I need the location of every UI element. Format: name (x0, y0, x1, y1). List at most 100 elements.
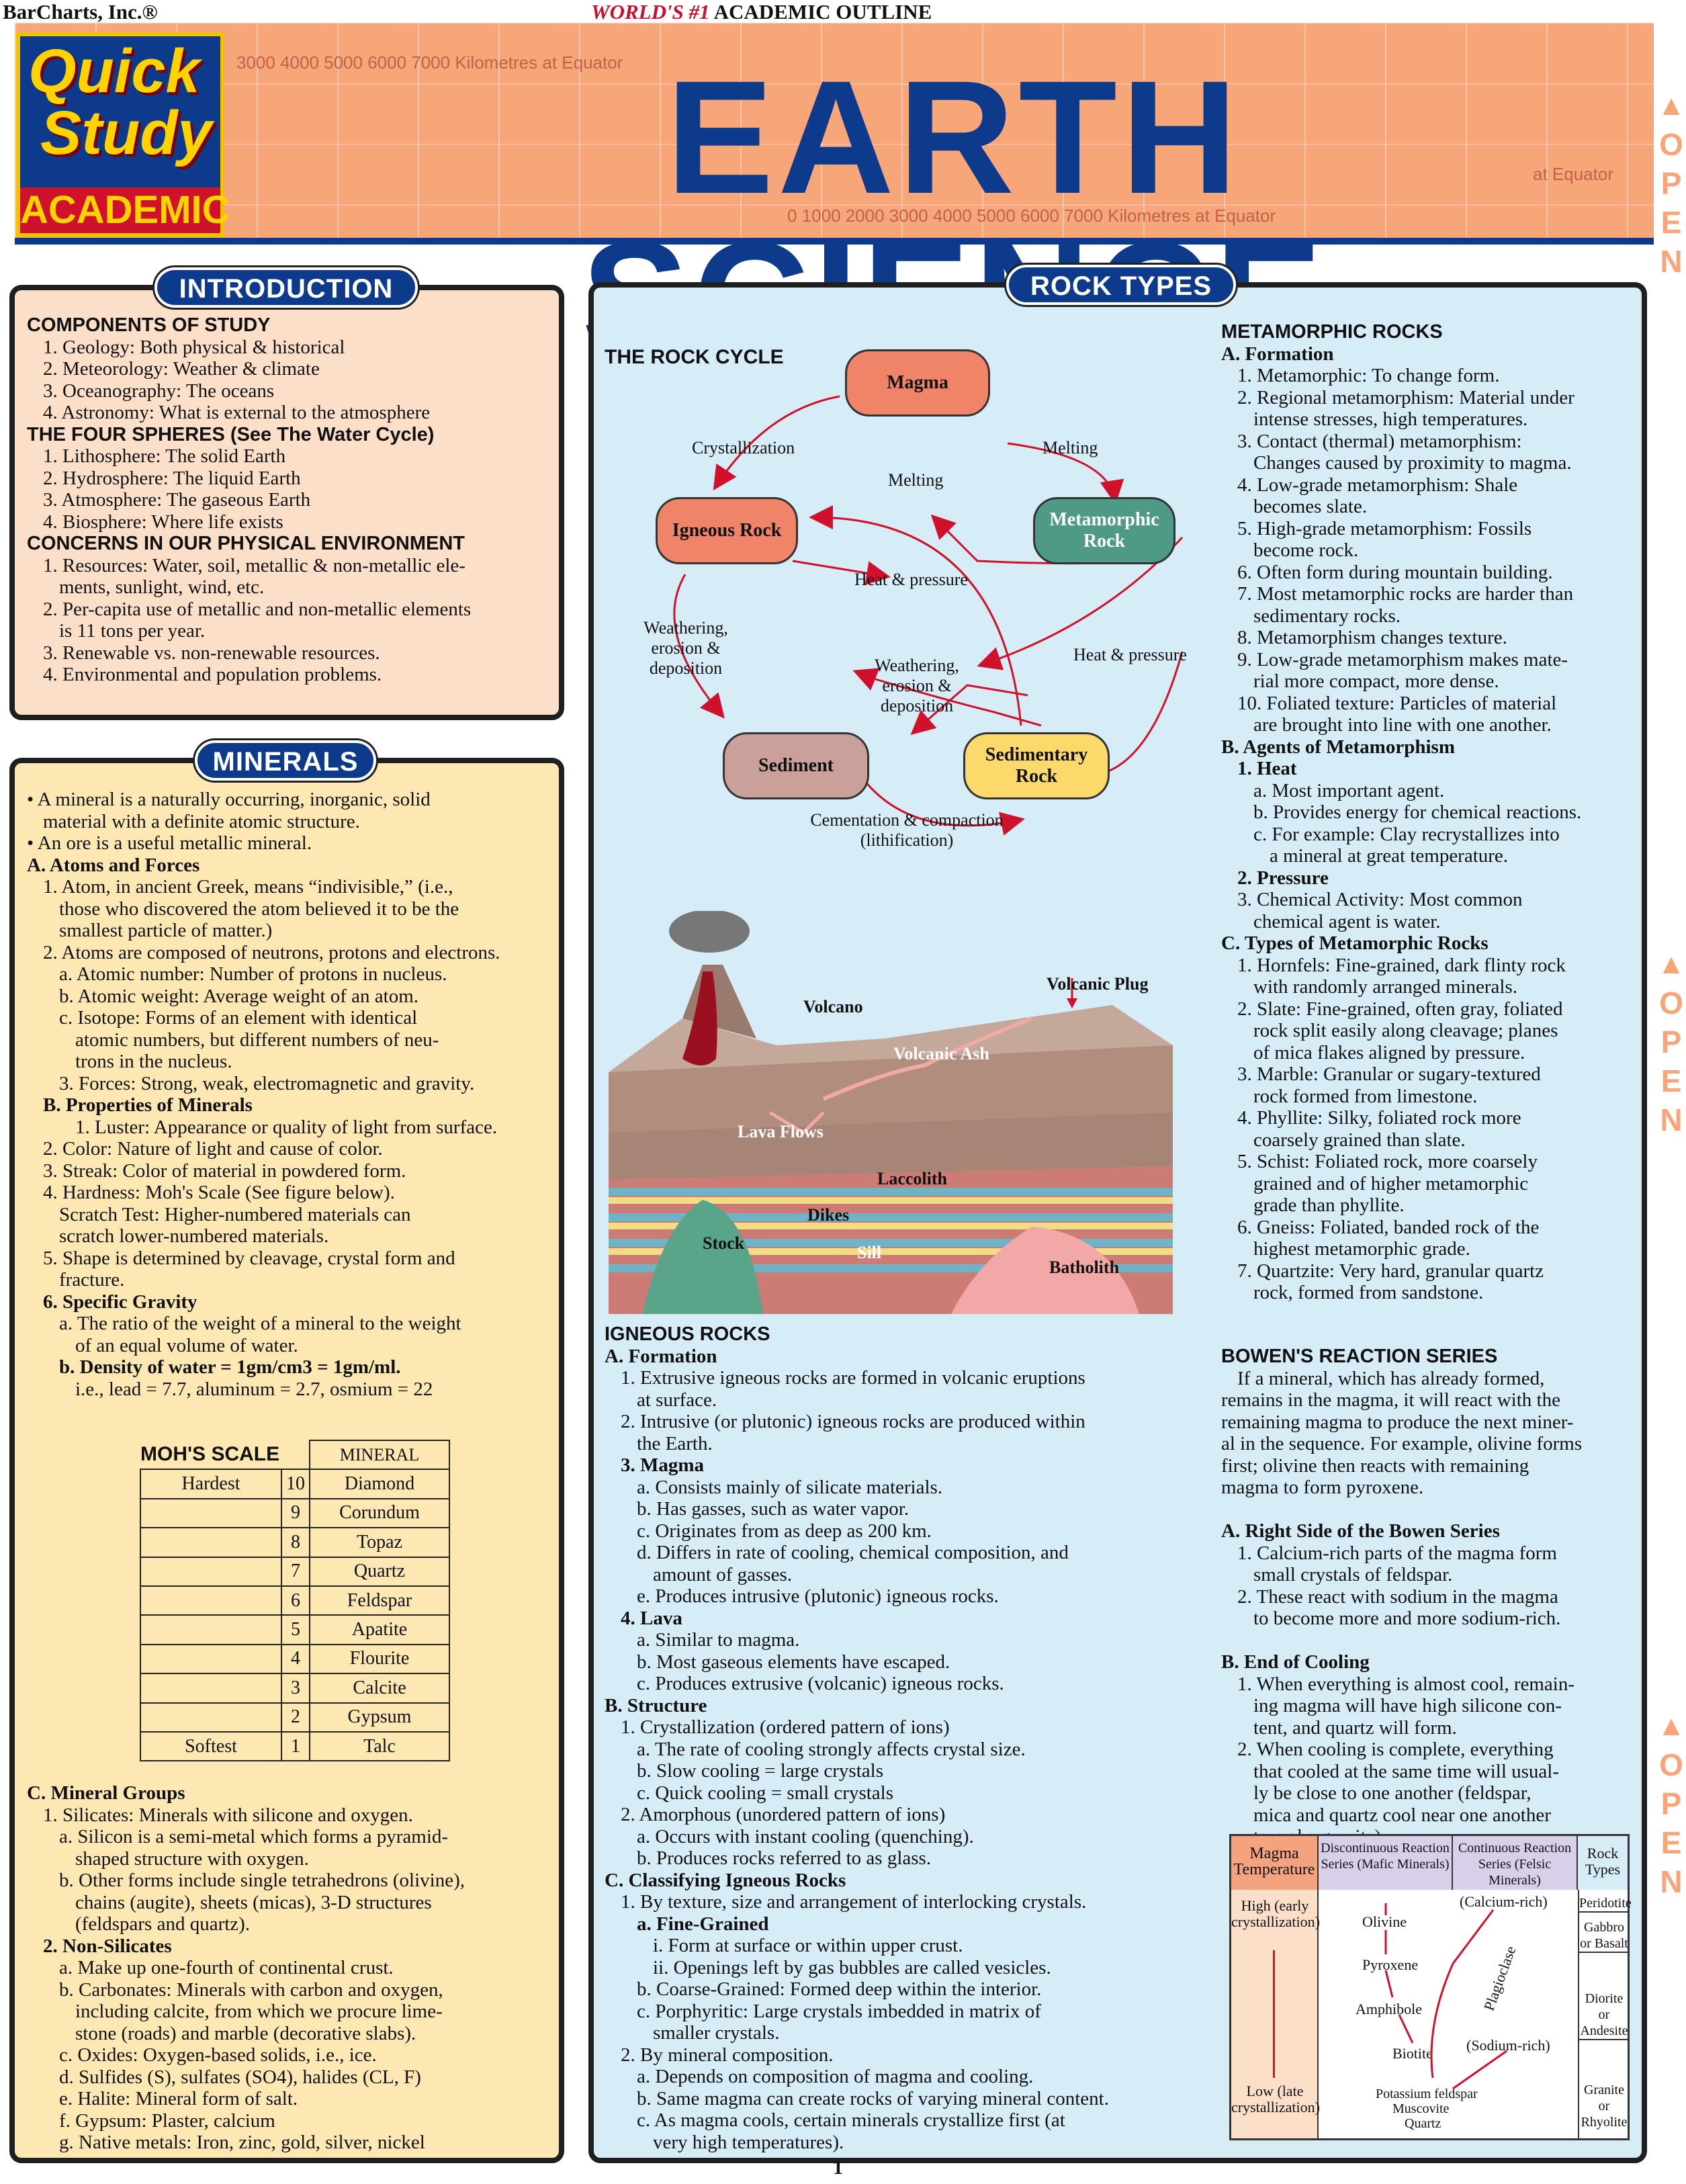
node-metamorphic-rock: Metamorphic Rock (1033, 497, 1175, 564)
text-line: Changes caused by proximity to magma. (1253, 452, 1572, 474)
text-line: 1. Resources: Water, soil, metallic & no… (43, 554, 465, 576)
text-line: is 11 tons per year. (59, 620, 206, 642)
mohs-hardness: 2 (281, 1702, 310, 1733)
text-line: C. Types of Metamorphic Rocks (1221, 932, 1489, 954)
text-line: b. Has gasses, such as water vapor. (637, 1498, 909, 1520)
mineral-olivine: Olivine (1362, 1913, 1407, 1930)
text-line: rial more compact, more dense. (1253, 670, 1499, 692)
text-line: 4. Hardness: Moh's Scale (See figure bel… (43, 1182, 395, 1203)
text-line: 7. Quartzite: Very hard, granular quartz (1237, 1260, 1544, 1282)
minerals-heading: MINERALS (195, 740, 376, 781)
label-dikes: Dikes (807, 1205, 850, 1225)
label-batholith: Batholith (1049, 1258, 1120, 1277)
text-line: 2. Amorphous (unordered pattern of ions) (621, 1804, 946, 1825)
text-line: intense stresses, high temperatures. (1253, 408, 1528, 430)
rock-cycle-title: THE ROCK CYCLE (605, 346, 784, 368)
text-line: a mineral at great temperature. (1270, 845, 1509, 867)
text-line: A. Atoms and Forces (27, 854, 200, 876)
text-line: those who discovered the atom believed i… (59, 898, 459, 920)
text-line: 3. Marble: Granular or sugary-textured (1237, 1063, 1541, 1085)
text-line: 6. Specific Gravity (43, 1291, 197, 1313)
text-line: 2. Non-Silicates (43, 1935, 172, 1957)
text-line: becomes slate. (1253, 496, 1368, 517)
text-line: B. Properties of Minerals (43, 1094, 253, 1116)
text-line: C. Classifying Igneous Rocks (605, 1869, 846, 1891)
scale-text-mid: at Equator (1533, 164, 1613, 184)
text-line: 2. Regional metamorphism: Material under (1237, 386, 1574, 408)
text-line: A. Right Side of the Bowen Series (1221, 1520, 1500, 1542)
text-line: a. The ratio of the weight of a mineral … (59, 1313, 461, 1334)
text-line: 2. Atoms are composed of neutrons, proto… (43, 941, 500, 963)
header-magma-temperature: Magma Temperature (1231, 1836, 1319, 1890)
node-sedimentary-rock: Sedimentary Rock (963, 732, 1110, 799)
rock-peridotite: Peridotite (1579, 1895, 1632, 1913)
text-line: small crystals of feldspar. (1253, 1564, 1453, 1585)
text-line: b. Provides energy for chemical reaction… (1253, 801, 1582, 823)
text-line: 1. Crystallization (ordered pattern of i… (621, 1716, 950, 1738)
text-line: ing magma will have high silicone con- (1253, 1695, 1562, 1716)
mohs-mineral: Corundum (309, 1497, 450, 1529)
bowen-reaction-table: Magma Temperature Discontinuous Reaction… (1229, 1834, 1632, 2140)
tagline-red: WORLD'S #1 (591, 0, 710, 24)
logo-quick: Quick (28, 37, 200, 105)
mohs-mineral: Topaz (309, 1527, 450, 1558)
text-line: 6. Gneiss: Foliated, banded rock of the (1237, 1216, 1540, 1238)
text-line: are brought into line with one another. (1253, 714, 1552, 736)
mohs-col-header: MINERAL (309, 1439, 450, 1471)
mohs-extreme-label: Hardest (140, 1469, 282, 1499)
text-line: 3. Renewable vs. non-renewable resources… (43, 642, 380, 664)
text-line: 2. Intrusive (or plutonic) igneous rocks… (621, 1411, 1085, 1432)
label-stock: Stock (703, 1233, 745, 1253)
text-line: magma to form pyroxene. (1221, 1477, 1424, 1498)
rock-types-column: Peridotite Gabbro or Basalt Diorite or A… (1578, 1890, 1632, 2138)
temperature-column (1231, 1890, 1319, 2138)
mohs-hardness: 9 (281, 1497, 310, 1529)
text-line: coarsely grained than slate. (1253, 1129, 1466, 1151)
label-volcano: Volcano (803, 997, 863, 1016)
text-line: 4. Lava (621, 1607, 682, 1629)
text-line (1221, 1630, 1638, 1652)
text-line: scratch lower-numbered materials. (59, 1225, 329, 1247)
mohs-extreme-label: Softest (140, 1731, 282, 1762)
text-line: b. Same magma can create rocks of varyin… (637, 2087, 1109, 2109)
mohs-title: MOH'S SCALE (140, 1443, 280, 1466)
text-line: b. Carbonates: Minerals with carbon and … (59, 1978, 443, 2001)
mohs-extreme-label (140, 1673, 282, 1704)
text-line: grade than phyllite. (1253, 1194, 1405, 1216)
text-line: 4. Low-grade metamorphism: Shale (1237, 474, 1518, 496)
label-low: Low (late crystallization) (1231, 2083, 1320, 2115)
label-sodium-rich: (Sodium-rich) (1466, 2037, 1550, 2054)
text-line: 1. Silicates: Minerals with silicone and… (43, 1804, 413, 1826)
label-calcium-rich: (Calcium-rich) (1460, 1893, 1548, 1910)
map-grid (15, 23, 1654, 238)
text-line: c. Produces extrusive (volcanic) igneous… (637, 1673, 1004, 1694)
open-arrow-icon: ▲ (1657, 89, 1685, 121)
header-continuous: Continuous Reaction Series (Felsic Miner… (1453, 1836, 1578, 1890)
text-line: 9. Low-grade metamorphism makes mate- (1237, 648, 1568, 670)
mohs-hardness: 6 (281, 1585, 310, 1616)
text-line: 1. When everything is almost cool, remai… (1237, 1673, 1575, 1695)
text-line: trons in the nucleus. (75, 1051, 232, 1072)
mineral-quartz: Quartz (1405, 2116, 1441, 2131)
text-line: 4. Biosphere: Where life exists (43, 511, 283, 533)
text-line: (feldspars and quartz). (75, 1913, 251, 1935)
text-line: METAMORPHIC ROCKS (1221, 321, 1443, 343)
mohs-mineral: Talc (309, 1731, 450, 1762)
node-magma: Magma (845, 349, 990, 417)
top-strip: BarCharts, Inc.® WORLD'S #1 ACADEMIC OUT… (0, 0, 1686, 24)
minerals-text: • A mineral is a naturally occurring, in… (27, 789, 551, 1400)
rock-diorite-andesite: Diorite or Andesite (1579, 1991, 1629, 2040)
text-line: of an equal volume of water. (75, 1334, 298, 1356)
mohs-mineral: Feldspar (309, 1585, 450, 1616)
text-line: 1. By texture, size and arrangement of i… (621, 1891, 1087, 1913)
text-line: 2. When cooling is complete, everything (1237, 1739, 1554, 1760)
scale-text-top: 3000 4000 5000 6000 7000 Kilometres at E… (236, 52, 623, 73)
label-weathering-1: Weathering, erosion & deposition (644, 618, 728, 678)
node-sediment: Sediment (723, 732, 869, 799)
